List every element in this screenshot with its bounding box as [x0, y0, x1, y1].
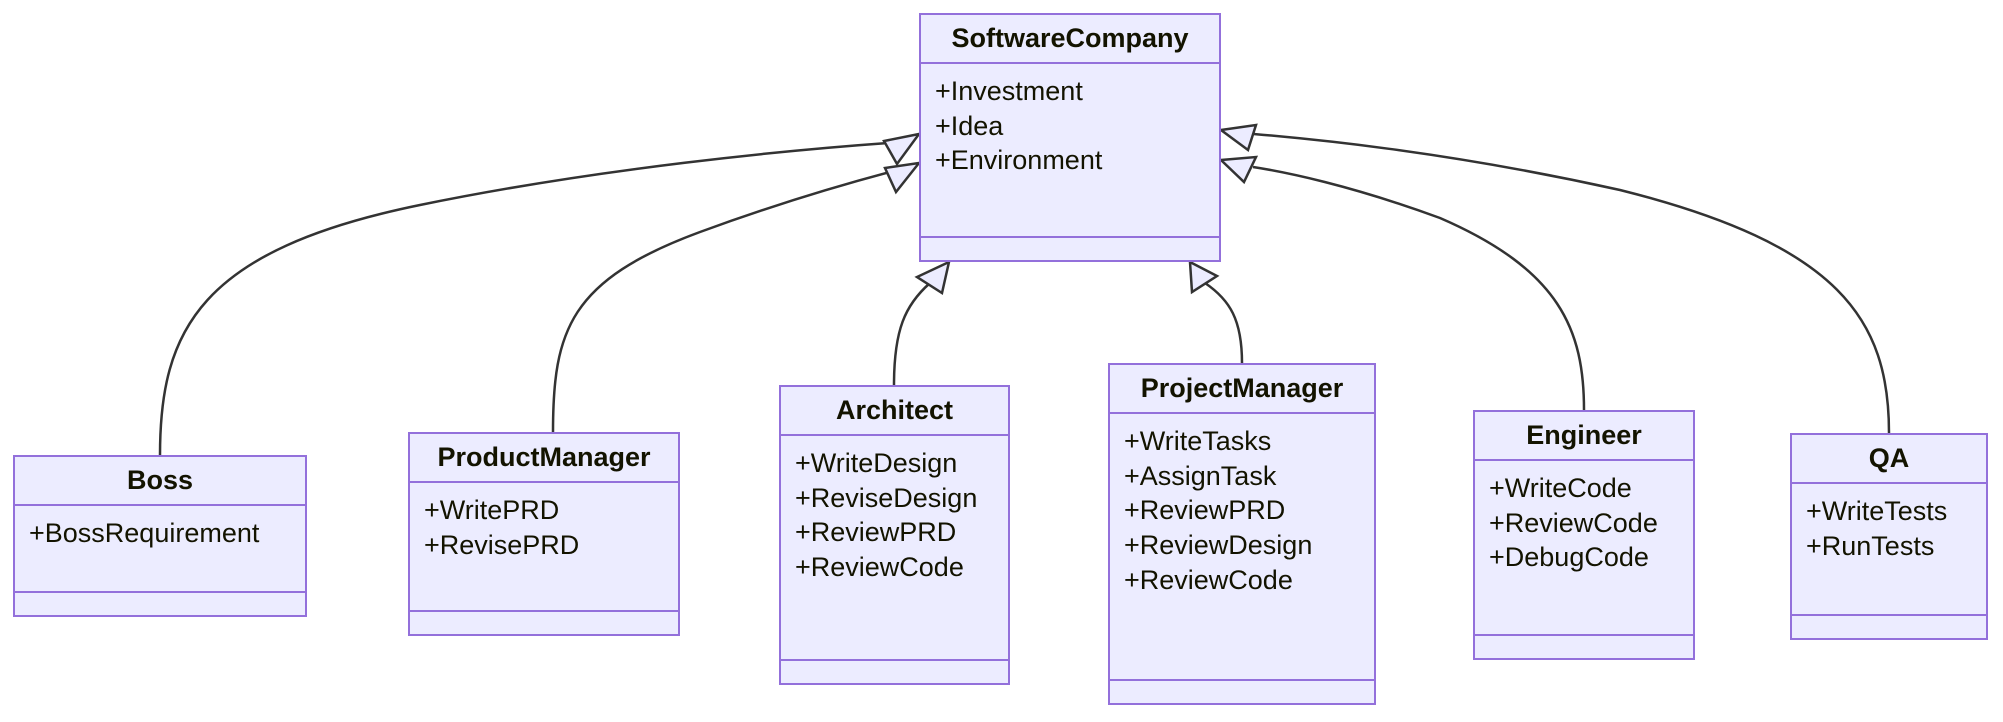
class-methods-architect: [781, 661, 1008, 683]
class-box-product-manager[interactable]: ProductManager +WritePRD +RevisePRD: [408, 432, 680, 636]
class-attribute: +WritePRD: [424, 495, 560, 526]
class-title-boss: Boss: [15, 457, 305, 507]
class-box-qa[interactable]: QA +WriteTests +RunTests: [1790, 433, 1988, 640]
class-methods-boss: [15, 593, 305, 615]
edge-architect-to-software-company: [892, 282, 931, 386]
class-attribute: +DebugCode: [1489, 542, 1649, 573]
class-attributes-architect: +WriteDesign +ReviseDesign +ReviewPRD +R…: [781, 436, 1008, 661]
class-attributes-boss: +BossRequirement: [15, 506, 305, 593]
class-attribute: +Investment: [935, 76, 1083, 107]
class-attribute: +ReviewDesign: [1124, 529, 1313, 560]
class-attribute: +WriteDesign: [795, 448, 958, 479]
class-attribute: +BossRequirement: [29, 518, 260, 549]
class-attribute: +WriteCode: [1489, 473, 1632, 504]
class-attributes-product-manager: +WritePRD +RevisePRD: [410, 483, 678, 612]
class-attributes-project-manager: +WriteTasks +AssignTask +ReviewPRD +Revi…: [1110, 414, 1374, 681]
class-title-product-manager: ProductManager: [410, 434, 678, 484]
class-attribute: +RunTests: [1806, 530, 1935, 561]
class-methods-software-company: [921, 238, 1219, 260]
class-title-software-company: SoftwareCompany: [921, 15, 1219, 65]
class-attribute: +Idea: [935, 110, 1004, 141]
class-attribute: +Environment: [935, 145, 1103, 176]
class-box-project-manager[interactable]: ProjectManager +WriteTasks +AssignTask +…: [1108, 363, 1376, 705]
class-title-qa: QA: [1792, 435, 1986, 485]
arrowhead-product-manager-inheritance: [883, 161, 922, 195]
arrowhead-project-manager-inheritance: [1188, 259, 1220, 295]
class-attribute: +RevisePRD: [424, 529, 580, 560]
class-attribute: +ReviewCode: [795, 551, 964, 582]
class-title-project-manager: ProjectManager: [1110, 365, 1374, 415]
class-methods-project-manager: [1110, 681, 1374, 703]
arrowhead-architect-inheritance: [914, 259, 951, 296]
edge-project-manager-to-software-company: [1204, 281, 1244, 364]
class-attribute: +ReviseDesign: [795, 482, 978, 513]
class-attribute: +ReviewPRD: [1124, 495, 1286, 526]
class-attribute: +AssignTask: [1124, 460, 1277, 491]
arrowhead-qa-inheritance: [1217, 123, 1258, 153]
arrowhead-boss-inheritance: [882, 132, 922, 167]
class-methods-product-manager: [410, 612, 678, 634]
class-methods-engineer: [1475, 636, 1693, 658]
class-attribute: +WriteTasks: [1124, 426, 1272, 457]
class-attributes-engineer: +WriteCode +ReviewCode +DebugCode: [1475, 461, 1693, 636]
class-title-architect: Architect: [781, 387, 1008, 437]
class-attributes-software-company: +Investment +Idea +Environment: [921, 64, 1219, 238]
class-attribute: +ReviewPRD: [795, 517, 957, 548]
class-box-software-company[interactable]: SoftwareCompany +Investment +Idea +Envir…: [919, 13, 1221, 262]
class-attribute: +WriteTests: [1806, 496, 1948, 527]
class-attributes-qa: +WriteTests +RunTests: [1792, 484, 1986, 616]
class-box-boss[interactable]: Boss +BossRequirement: [13, 455, 307, 617]
class-title-engineer: Engineer: [1475, 412, 1693, 462]
class-attribute: +ReviewCode: [1124, 564, 1293, 595]
class-attribute: +ReviewCode: [1489, 507, 1658, 538]
class-box-engineer[interactable]: Engineer +WriteCode +ReviewCode +DebugCo…: [1473, 410, 1695, 660]
class-methods-qa: [1792, 616, 1986, 638]
class-box-architect[interactable]: Architect +WriteDesign +ReviseDesign +Re…: [779, 385, 1010, 685]
arrowhead-engineer-inheritance: [1218, 155, 1259, 185]
